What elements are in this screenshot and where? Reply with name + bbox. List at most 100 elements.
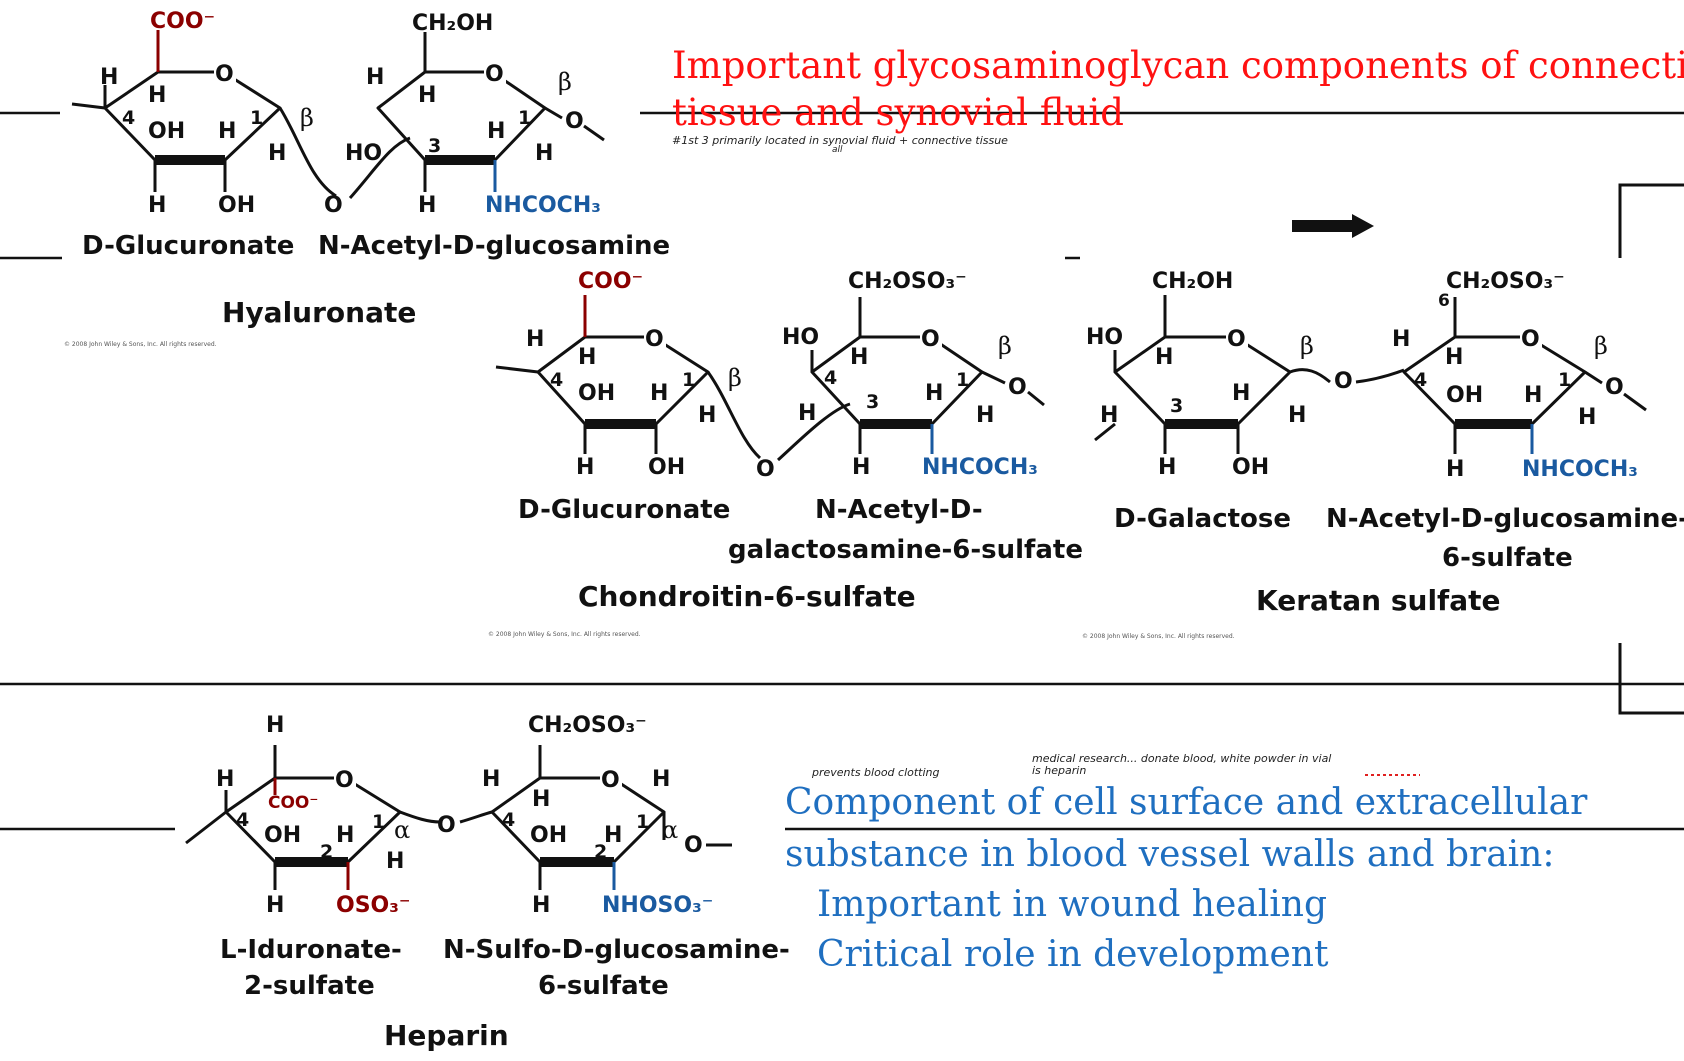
ring-oxygen: O [215,62,234,87]
ch2oso3-group-h: CH₂OSO₃⁻ [528,713,647,738]
carboxyl-group-c: COO⁻ [578,269,643,294]
svg-text:3: 3 [866,391,879,413]
svg-text:O: O [756,457,775,482]
beta-linkage-1: β [300,104,314,132]
heading-line-2: tissue and synovial fluid [672,91,1124,134]
ch2oso3-group-c: CH₂OSO₃⁻ [848,269,967,294]
unit-sulfoglucosamine-line2: 6-sulfate [538,971,669,1001]
svg-text:H: H [1232,381,1250,406]
unit-galactosamine-line2: galactosamine-6-sulfate [728,535,1083,565]
carboxyl-group: COO⁻ [150,9,215,34]
unit-iduronate-line1: L-Iduronate- [220,935,402,965]
copyright-3: © 2008 John Wiley & Sons, Inc. All right… [1082,633,1235,640]
description-line-4: Critical role in development [817,934,1329,975]
unit-n-acetyl-glucosamine: N-Acetyl-D-glucosamine [318,231,670,261]
o-chain-right: O [565,109,584,134]
svg-text:α: α [394,816,410,844]
svg-text:O: O [645,327,664,352]
handwritten-note-research: medical research... donate blood, white … [1032,752,1331,765]
description-line-2: substance in blood vessel walls and brai… [785,834,1555,875]
svg-text:O: O [1605,375,1624,400]
bridge-oxygen-1: O [324,193,343,218]
h-c1-2: H [535,141,553,166]
svg-text:H: H [266,713,284,738]
h-c5: H [148,83,166,108]
unit-glucosamine-sulfate-line1: N-Acetyl-D-glucosamine- [1326,504,1684,534]
svg-text:OH: OH [648,455,685,480]
connective-tissue-heading: Important glycosaminoglycan components o… [672,44,1684,155]
svg-text:β: β [1594,332,1608,360]
svg-text:H: H [698,403,716,428]
svg-text:β: β [728,364,742,392]
svg-text:6: 6 [1438,291,1450,311]
svg-text:H: H [336,823,354,848]
svg-text:1: 1 [636,811,649,833]
description-line-1: Component of cell surface and extracellu… [785,782,1588,823]
keratan-structure: O CH₂OH HO H H 3 H H β H OH O O CH₂OSO₃⁻… [1082,269,1684,640]
sulfoamino-group: NHOSO₃⁻ [602,893,713,918]
hyaluronate-structure: O COO⁻ H H 4 OH H 1 H β H OH O O CH₂OH H… [64,9,670,348]
separator-lines [0,111,1684,831]
unit-d-galactose: D-Galactose [1114,504,1291,534]
sulfate-group-h: OSO₃⁻ [336,893,411,918]
h-c2: H [218,119,236,144]
heparin-structure: O H COO⁻ H 4 OH H 2 1 α H H OSO₃⁻ O O CH… [185,713,790,1052]
svg-text:2: 2 [594,841,607,863]
svg-text:4: 4 [550,369,563,391]
h-c5-2: H [418,83,436,108]
acetamido-group-k: NHCOCH₃ [1522,457,1638,482]
copyright-2: © 2008 John Wiley & Sons, Inc. All right… [488,631,641,638]
h-c4-up: H [100,65,118,90]
svg-text:H: H [1100,403,1118,428]
galactose-ring [1113,335,1292,426]
svg-text:O: O [601,768,620,793]
oh-c3: OH [148,119,185,144]
heading-line-1: Important glycosaminoglycan components o… [672,44,1684,87]
carboxyl-group-h: COO⁻ [268,793,318,813]
svg-text:H: H [850,345,868,370]
svg-text:O: O [1521,327,1540,352]
heparin-notes: prevents blood clotting medical research… [785,752,1588,975]
acetamido-group-c: NHCOCH₃ [922,455,1038,480]
svg-text:H: H [266,893,284,918]
svg-text:4: 4 [824,367,837,389]
chondroitin-structure: O COO⁻ H H 4 OH H 1 H β H OH O O CH₂OSO₃… [488,269,1083,638]
svg-text:H: H [1524,383,1542,408]
svg-text:1: 1 [682,369,695,391]
h-c2-2: H [487,119,505,144]
carbon-1: 1 [250,107,263,129]
ring-oxygen-2: O [485,62,504,87]
svg-text:O: O [1227,327,1246,352]
svg-text:1: 1 [1558,369,1571,391]
svg-text:H: H [532,787,550,812]
svg-text:H: H [216,767,234,792]
svg-text:O: O [437,813,456,838]
carbon-4: 4 [122,107,135,129]
svg-text:H: H [532,893,550,918]
svg-text:H: H [798,401,816,426]
handwritten-note-top: #1st 3 primarily located in synovial flu… [672,134,1008,147]
hyaluronate-title: Hyaluronate [222,296,416,329]
svg-text:H: H [1446,457,1464,482]
svg-text:O: O [1334,369,1353,394]
bracket-top [1618,183,1684,258]
svg-text:H: H [1445,345,1463,370]
handwritten-note-clotting: prevents blood clotting [811,766,940,779]
arrow-right-icon [1292,214,1374,238]
heparin-title: Heparin [384,1019,509,1052]
svg-text:H: H [652,767,670,792]
h-c3-down: H [148,193,166,218]
ch2oh-group: CH₂OH [412,11,493,36]
copyright-1: © 2008 John Wiley & Sons, Inc. All right… [64,341,217,348]
carbon-3: 3 [428,135,441,157]
svg-text:H: H [925,381,943,406]
svg-text:1: 1 [372,811,385,833]
svg-text:H: H [604,823,622,848]
unit-sulfoglucosamine-line1: N-Sulfo-D-glucosamine- [443,935,790,965]
handwritten-note-vial: is heparin [1032,764,1086,777]
svg-text:H: H [1158,455,1176,480]
svg-text:3: 3 [1170,395,1183,417]
ch2oh-group-k: CH₂OH [1152,269,1233,294]
keratan-title: Keratan sulfate [1256,584,1501,617]
